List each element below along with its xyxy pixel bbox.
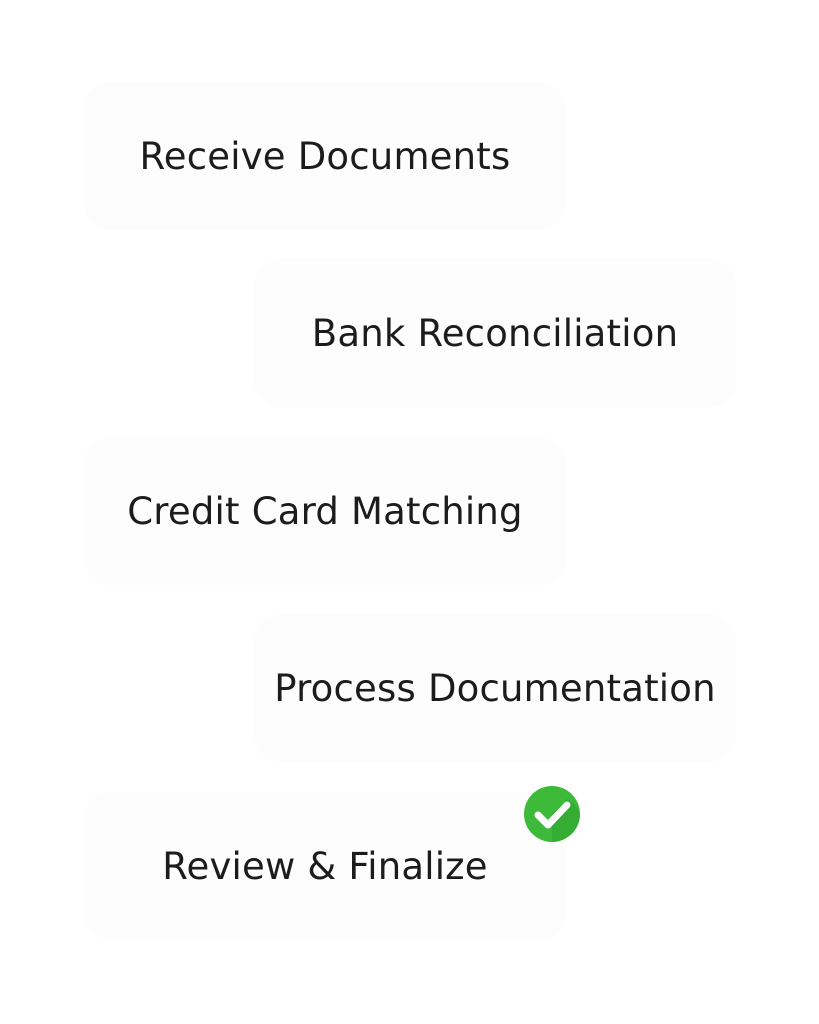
step-receive-documents: Receive Documents (84, 82, 566, 230)
step-label: Receive Documents (139, 134, 511, 178)
step-process-documentation: Process Documentation (254, 614, 736, 762)
step-label: Credit Card Matching (127, 489, 523, 533)
step-credit-card-matching: Credit Card Matching (84, 437, 566, 585)
step-review-finalize: Review & Finalize (84, 792, 566, 940)
step-bank-reconciliation: Bank Reconciliation (254, 259, 736, 407)
check-circle-icon (524, 786, 580, 842)
step-label: Process Documentation (274, 666, 716, 710)
step-label: Review & Finalize (162, 844, 488, 888)
step-label: Bank Reconciliation (311, 311, 679, 355)
